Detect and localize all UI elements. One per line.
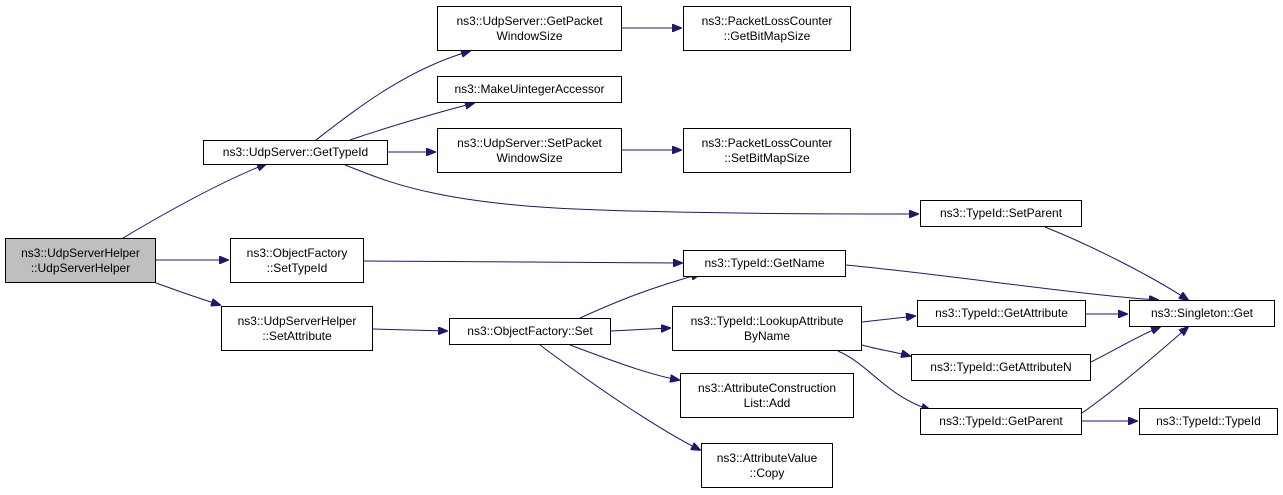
- edge-objectfactory-set-to-typeid-lookupattributebyname: [610, 328, 670, 331]
- node-label-line: ns3::PacketLossCounter: [701, 13, 833, 28]
- edge-objectfactory-set-to-typeid-getname: [579, 274, 700, 319]
- edge-objectfactory-settypeid-to-typeid-getname: [363, 261, 682, 263]
- node-typeid-getattributen[interactable]: ns3::TypeId::GetAttributeN: [911, 354, 1091, 381]
- node-typeid-getattribute[interactable]: ns3::TypeId::GetAttribute: [917, 300, 1086, 327]
- node-label-line: ns3::TypeId::LookupAttribute: [690, 313, 844, 328]
- node-label-line: ns3::AttributeValue: [716, 450, 818, 465]
- node-label-line: ::GetBitMapSize: [723, 28, 811, 43]
- node-packetlosscounter-setbitmapsize[interactable]: ns3::PacketLossCounter ::SetBitMapSize: [683, 128, 851, 173]
- node-attributevalue-copy[interactable]: ns3::AttributeValue ::Copy: [701, 443, 833, 488]
- node-typeid-typeid[interactable]: ns3::TypeId::TypeId: [1139, 408, 1278, 435]
- node-label-line: WindowSize: [496, 28, 563, 43]
- edge-typeid-lookupattributebyname-to-typeid-getparent: [837, 350, 930, 410]
- node-singleton-get[interactable]: ns3::Singleton::Get: [1129, 300, 1275, 327]
- node-udpserverhelper-setattribute[interactable]: ns3::UdpServerHelper ::SetAttribute: [221, 306, 373, 351]
- node-udpserver-setpacketwindowsize[interactable]: ns3::UdpServer::SetPacket WindowSize: [437, 128, 622, 173]
- node-label-line: ns3::TypeId::GetAttributeN: [930, 360, 1072, 374]
- edge-typeid-lookupattributebyname-to-typeid-getattribute: [861, 316, 915, 323]
- node-udpserver-gettypeid[interactable]: ns3::UdpServer::GetTypeId: [203, 140, 388, 165]
- node-label-line: ns3::ObjectFactory: [246, 245, 348, 260]
- edge-typeid-getname-to-singleton-get: [845, 264, 1158, 300]
- node-label-line: ns3::TypeId::GetAttribute: [935, 306, 1068, 320]
- edge-udpserver-gettypeid-to-typeid-setparent: [344, 164, 918, 214]
- node-label-line: ns3::UdpServerHelper: [21, 245, 140, 260]
- node-label-line: ns3::ObjectFactory::Set: [467, 324, 593, 338]
- node-label-line: ns3::AttributeConstruction: [697, 380, 837, 395]
- node-packetlosscounter-getbitmapsize[interactable]: ns3::PacketLossCounter ::GetBitMapSize: [683, 6, 851, 51]
- node-label-line: ns3::TypeId::GetParent: [939, 414, 1063, 428]
- node-label-line: ns3::UdpServer::GetPacket: [456, 13, 603, 28]
- node-label-line: ns3::UdpServer::GetTypeId: [222, 145, 369, 159]
- edge-objectfactory-set-to-attributevalue-copy: [539, 344, 700, 450]
- node-typeid-setparent[interactable]: ns3::TypeId::SetParent: [920, 200, 1082, 227]
- node-makeuintegeraccessor[interactable]: ns3::MakeUintegerAccessor: [437, 76, 622, 103]
- node-udpserver-getpacketwindowsize[interactable]: ns3::UdpServer::GetPacket WindowSize: [437, 6, 622, 51]
- edge-objectfactory-set-to-attributeconstructionlist-add: [569, 344, 679, 380]
- edge-udpserverhelper-setattribute-to-objectfactory-set: [372, 329, 447, 331]
- edge-typeid-getparent-to-singleton-get: [1081, 327, 1188, 414]
- edge-typeid-getattributen-to-singleton-get: [1090, 327, 1160, 363]
- node-label-line: ns3::Singleton::Get: [1150, 306, 1254, 320]
- node-objectfactory-settypeid[interactable]: ns3::ObjectFactory ::SetTypeId: [230, 238, 364, 283]
- node-label-line: WindowSize: [496, 150, 563, 165]
- node-label-line: ns3::TypeId::SetParent: [939, 206, 1063, 220]
- node-label-line: ::UdpServerHelper: [30, 260, 131, 275]
- node-typeid-getparent[interactable]: ns3::TypeId::GetParent: [920, 408, 1082, 435]
- node-label-line: ::Copy: [749, 465, 785, 480]
- node-typeid-getname[interactable]: ns3::TypeId::GetName: [683, 250, 846, 277]
- node-label-line: ::SetTypeId: [266, 260, 328, 275]
- node-label-line: ns3::TypeId::TypeId: [1156, 414, 1261, 428]
- node-label-line: ns3::PacketLossCounter: [701, 135, 833, 150]
- edge-typeid-lookupattributebyname-to-typeid-getattributen: [861, 344, 910, 356]
- node-label-line: ::SetAttribute: [262, 328, 332, 343]
- node-label-line: ::SetBitMapSize: [724, 150, 810, 165]
- node-label-line: ns3::UdpServer::SetPacket: [457, 135, 602, 150]
- edge-udpserverhelper-ctor-to-udpserverhelper-setattribute: [155, 282, 220, 305]
- node-label-line: ByName: [743, 328, 790, 343]
- edge-udpserver-gettypeid-to-udpserver-getpacketwindowsize: [315, 51, 470, 141]
- node-udpserverhelper-constructor: ns3::UdpServerHelper ::UdpServerHelper: [5, 238, 156, 283]
- node-typeid-lookupattributebyname[interactable]: ns3::TypeId::LookupAttribute ByName: [672, 306, 862, 351]
- node-label-line: ns3::TypeId::GetName: [704, 256, 825, 270]
- edge-typeid-setparent-to-singleton-get: [1044, 226, 1188, 300]
- node-label-line: ns3::MakeUintegerAccessor: [454, 82, 605, 96]
- edge-udpserver-gettypeid-to-makeuintegeraccessor: [349, 103, 474, 141]
- node-objectfactory-set[interactable]: ns3::ObjectFactory::Set: [449, 318, 611, 345]
- node-label-line: List::Add: [743, 395, 791, 410]
- node-attributeconstructionlist-add[interactable]: ns3::AttributeConstruction List::Add: [680, 373, 854, 418]
- node-label-line: ns3::UdpServerHelper: [237, 313, 357, 328]
- edge-udpserverhelper-ctor-to-udpserver-gettypeid: [122, 164, 266, 239]
